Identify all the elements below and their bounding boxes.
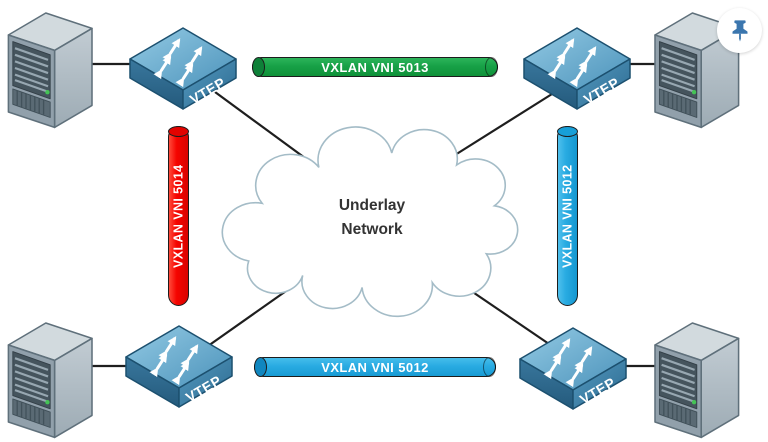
vtep-switch-top-right: VTEP <box>524 28 630 109</box>
pin-button[interactable] <box>717 8 762 53</box>
tunnel-vni-5014-left: VXLAN VNI 5014 <box>168 126 189 306</box>
pipe-end-cap <box>252 57 265 77</box>
underlay-network-label: Underlay Network <box>292 194 452 242</box>
vtep-switch-bottom-right: VTEP <box>520 328 626 409</box>
tunnel-label: VXLAN VNI 5012 <box>321 359 429 375</box>
underlay-cloud <box>222 127 517 316</box>
tunnel-vni-5012-right: VXLAN VNI 5012 <box>557 126 578 306</box>
link-cloud-switch-top-right <box>454 93 553 156</box>
link-switch-cloud-bottom-left <box>207 283 297 347</box>
pipe-end-cap <box>254 357 267 377</box>
pipe-end-rim <box>485 57 498 77</box>
vtep-switch-bottom-left: VTEP <box>126 326 232 407</box>
pipe-end-rim <box>483 357 496 377</box>
underlay-label-line2: Network <box>341 221 403 238</box>
tunnel-vni-5013-top: VXLAN VNI 5013 <box>252 57 498 77</box>
pipe-end-cap <box>168 126 189 137</box>
tunnel-label: VXLAN VNI 5012 <box>560 164 575 268</box>
server-bottom-left <box>7 321 94 439</box>
underlay-label-line1: Underlay <box>338 197 406 214</box>
server-top-left <box>7 11 94 129</box>
pipe-end-cap <box>557 126 578 137</box>
pushpin-icon <box>731 19 748 41</box>
tunnel-label: VXLAN VNI 5014 <box>171 164 186 268</box>
tunnel-vni-5012-bottom: VXLAN VNI 5012 <box>254 357 496 377</box>
link-switch-cloud-top-left <box>214 91 306 159</box>
tunnel-label: VXLAN VNI 5013 <box>321 59 429 75</box>
server-bottom-right <box>653 321 740 439</box>
